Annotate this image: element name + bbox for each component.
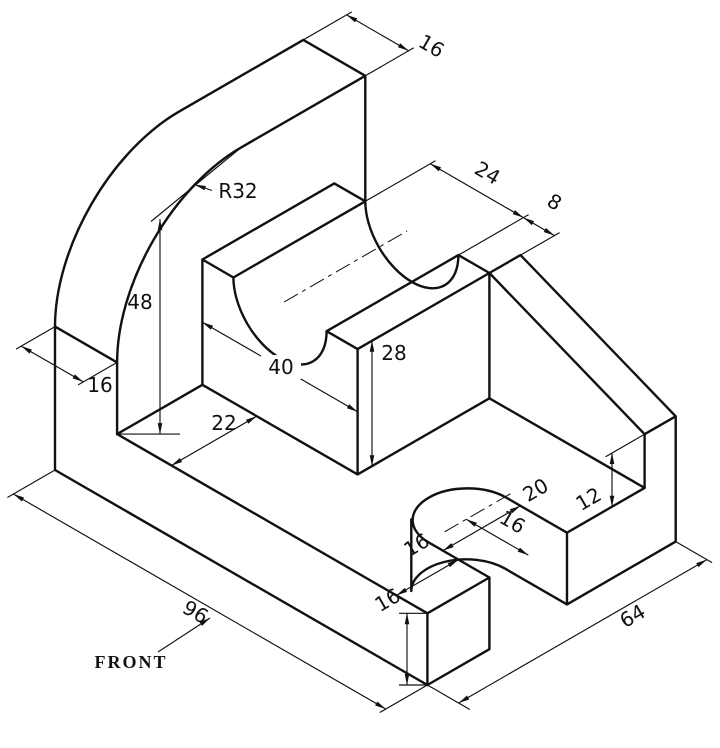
dim-label-slot-front-offset: 16 <box>399 528 433 562</box>
arrowhead <box>396 587 408 596</box>
dim-line-slot-front-offset <box>396 559 459 596</box>
arrowhead <box>543 228 555 236</box>
dim-label-rib-height: 12 <box>571 482 605 516</box>
arrowhead <box>202 322 214 330</box>
dim-label-base-length: 96 <box>178 595 212 629</box>
arrowhead <box>171 458 183 466</box>
arrowhead <box>199 618 210 626</box>
arrowhead <box>346 14 358 23</box>
dim-label-base-depth: 64 <box>615 599 649 633</box>
dim-line-groove-diameter <box>430 163 524 219</box>
view-label-front: FRONT <box>95 652 168 672</box>
extension-lines-group <box>7 11 713 713</box>
dim-line-wall-thickness-top <box>346 14 409 52</box>
dim-line-base-depth <box>458 559 708 704</box>
dim-label-slot-width: 20 <box>518 473 552 507</box>
extension-lines <box>7 11 713 713</box>
arrowhead <box>512 210 524 218</box>
dim-line-block-offset <box>171 415 257 466</box>
arrowhead <box>346 404 358 412</box>
dim-label-wall-thickness-top: 16 <box>414 29 448 63</box>
dim-label-radius: R32 <box>218 179 257 203</box>
arrowhead <box>442 543 454 551</box>
arrowhead <box>246 416 257 424</box>
dim-line-base-length <box>13 493 387 710</box>
groove-centerline <box>283 230 515 533</box>
dim-label-groove-diameter: 24 <box>470 156 504 190</box>
arrowhead <box>375 701 386 709</box>
arrowhead <box>509 505 521 514</box>
dim-label-wall-thickness: 16 <box>87 373 112 397</box>
arrowhead <box>404 613 410 625</box>
dim-label-block-height: 28 <box>381 341 406 365</box>
arrowhead <box>72 374 84 382</box>
dim-label-wall-height: 48 <box>127 290 152 314</box>
arrowhead <box>194 184 206 191</box>
arrowhead <box>397 43 409 51</box>
arrowhead <box>609 495 615 507</box>
grooved-block-edges <box>201 182 491 476</box>
arrowhead <box>517 547 529 556</box>
arrowhead <box>696 559 707 568</box>
arrowhead <box>523 217 535 226</box>
arrowhead <box>369 340 375 352</box>
arrowhead <box>404 674 410 685</box>
base-slot-edges <box>410 486 677 687</box>
arrowhead <box>157 219 163 231</box>
label-mask <box>261 355 301 379</box>
arrowhead <box>458 695 470 703</box>
arrowhead <box>13 494 25 502</box>
arrowhead <box>430 163 441 172</box>
dim-label-block-offset: 22 <box>211 411 236 435</box>
dim-label-base-thickness: 16 <box>370 583 404 617</box>
dim-label-block-width: 40 <box>268 355 293 379</box>
arrowhead <box>157 423 163 435</box>
arrowhead <box>369 455 375 467</box>
dim-label-slot-end-offset: 16 <box>495 505 529 539</box>
arrowhead <box>447 559 459 568</box>
dim-label-groove-margin: 8 <box>543 188 566 215</box>
arrowhead <box>466 519 477 527</box>
dim-line-slot-end-offset <box>465 518 529 556</box>
arrowhead <box>21 346 32 354</box>
arrowhead <box>609 453 615 464</box>
dim-line-wall-thickness <box>20 345 84 383</box>
part-outline-group <box>53 38 677 687</box>
